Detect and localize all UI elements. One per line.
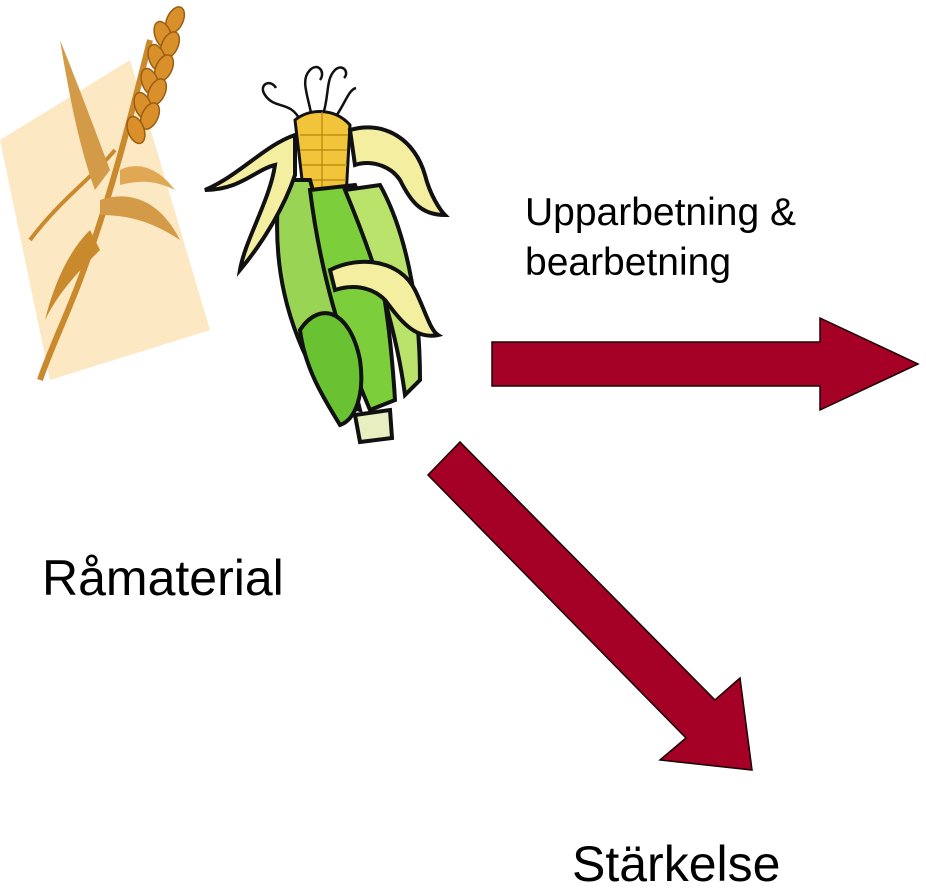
starch-label: Stärkelse <box>572 836 780 892</box>
wheat-icon <box>0 4 210 380</box>
process-label-line2: bearbetning <box>525 238 796 288</box>
starch-arrow <box>428 442 752 770</box>
wheat-backdrop <box>0 60 210 380</box>
corn-cob-icon <box>205 67 445 442</box>
process-arrow <box>492 318 918 410</box>
process-label: Upparbetning & bearbetning <box>525 188 796 288</box>
process-label-line1: Upparbetning & <box>525 188 796 238</box>
raw-material-label: Råmaterial <box>42 548 284 608</box>
